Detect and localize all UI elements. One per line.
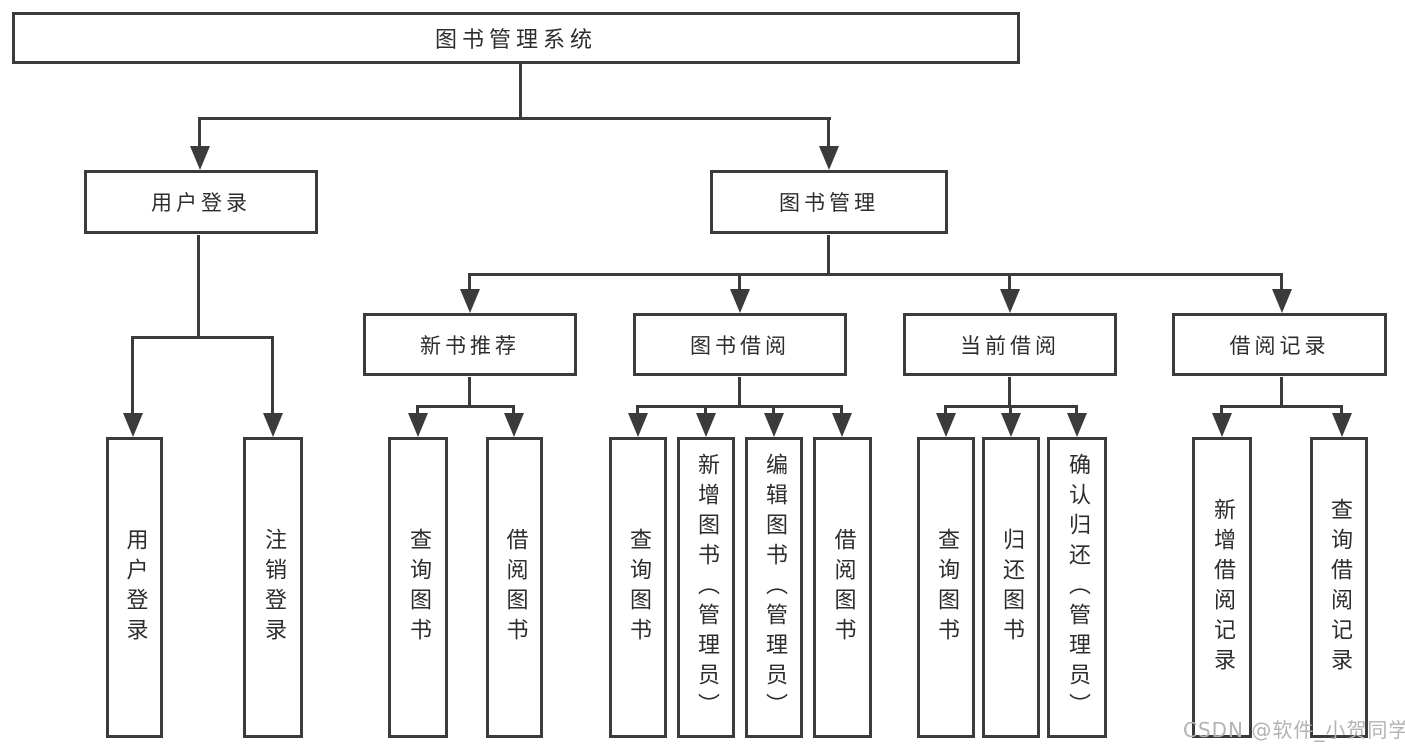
leaf-query-borrow-record: 查询借阅记录: [1310, 437, 1368, 738]
leaf-logout-login: 注销登录: [243, 437, 303, 738]
connector-line: [738, 377, 741, 408]
connector-line: [519, 63, 522, 120]
connector-line: [468, 273, 1283, 276]
connector-line: [827, 235, 830, 276]
connector-line: [738, 273, 741, 293]
arrowhead-icon: [190, 146, 210, 170]
connector-line: [197, 235, 200, 339]
leaf-user-login: 用户登录: [106, 437, 163, 738]
connector-line: [1340, 405, 1343, 416]
arrowhead-icon: [460, 289, 480, 313]
connector-line: [636, 405, 639, 416]
leaf-query-books: 查询图书: [609, 437, 667, 738]
arrowhead-icon: [263, 413, 283, 437]
connector-line: [131, 336, 274, 339]
connector-line: [944, 405, 947, 416]
connector-line: [468, 273, 471, 293]
arrowhead-icon: [123, 413, 143, 437]
connector-line: [772, 405, 775, 416]
arrowhead-icon: [408, 413, 428, 437]
arrowhead-icon: [1001, 413, 1021, 437]
arrowhead-icon: [628, 413, 648, 437]
leaf-borrow-books: 借阅图书: [486, 437, 543, 738]
connector-line: [636, 405, 843, 408]
connector-line: [468, 377, 471, 408]
node-book-borrowing: 图书借阅: [633, 313, 847, 376]
leaf-borrow-books: 借阅图书: [813, 437, 872, 738]
node-current-borrowing: 当前借阅: [903, 313, 1117, 376]
arrowhead-icon: [764, 413, 784, 437]
arrowhead-icon: [1332, 413, 1352, 437]
arrowhead-icon: [504, 413, 524, 437]
leaf-return-books: 归还图书: [982, 437, 1040, 738]
arrowhead-icon: [1212, 413, 1232, 437]
connector-line: [1220, 405, 1343, 408]
arrowhead-icon: [819, 146, 839, 170]
connector-line: [1009, 405, 1012, 416]
leaf-add-borrow-record: 新增借阅记录: [1192, 437, 1252, 738]
connector-line: [1220, 405, 1223, 416]
node-book-management: 图书管理: [710, 170, 948, 234]
node-new-book-recommendation: 新书推荐: [363, 313, 577, 376]
arrowhead-icon: [1067, 413, 1087, 437]
connector-line: [1008, 273, 1011, 293]
connector-line: [1008, 377, 1011, 408]
leaf-confirm-return-admin: 确认归还（管理员）: [1047, 437, 1107, 738]
leaf-edit-books-admin: 编辑图书（管理员）: [745, 437, 803, 738]
arrowhead-icon: [730, 289, 750, 313]
arrowhead-icon: [1000, 289, 1020, 313]
leaf-add-books-admin: 新增图书（管理员）: [677, 437, 735, 738]
arrowhead-icon: [936, 413, 956, 437]
connector-line: [827, 117, 830, 149]
connector-line: [198, 117, 831, 120]
connector-line: [1280, 273, 1283, 293]
connector-line: [840, 405, 843, 416]
node-user-login: 用户登录: [84, 170, 318, 234]
leaf-query-books: 查询图书: [917, 437, 975, 738]
connector-line: [416, 405, 419, 416]
arrowhead-icon: [696, 413, 716, 437]
connector-line: [1075, 405, 1078, 416]
connector-line: [1280, 377, 1283, 408]
connector-line: [512, 405, 515, 416]
connector-line: [198, 117, 201, 149]
connector-line: [271, 336, 274, 416]
node-borrowing-records: 借阅记录: [1172, 313, 1387, 376]
arrowhead-icon: [832, 413, 852, 437]
connector-line: [416, 405, 515, 408]
csdn-watermark: CSDN @软件_小贺同学: [1183, 718, 1405, 742]
connector-line: [131, 336, 134, 416]
leaf-query-books: 查询图书: [388, 437, 448, 738]
connector-line: [704, 405, 707, 416]
node-library-management-system: 图书管理系统: [12, 12, 1020, 64]
arrowhead-icon: [1272, 289, 1292, 313]
